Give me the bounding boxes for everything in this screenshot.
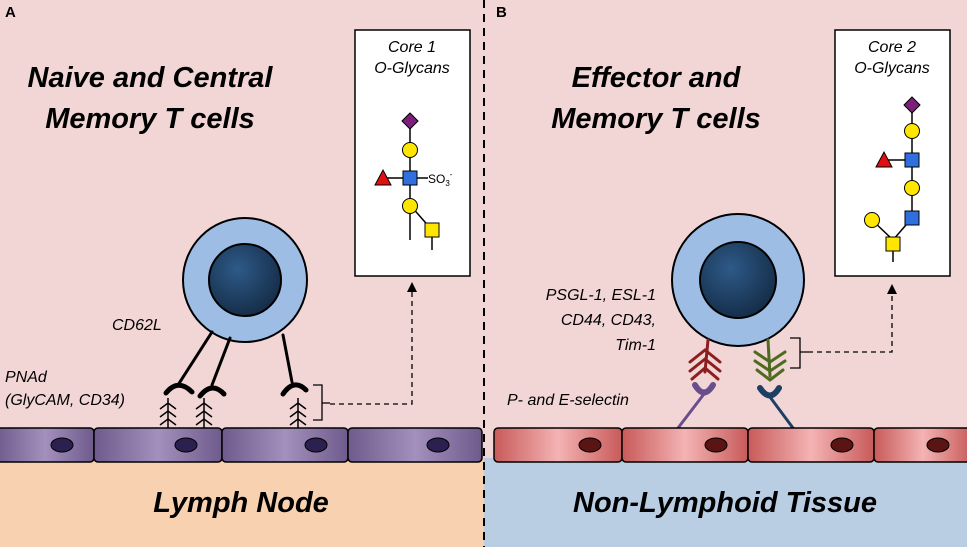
panel-a-tissue-background — [0, 458, 484, 547]
pnad-label-line2: (GlyCAM, CD34) — [5, 392, 125, 409]
galnac-square-icon — [424, 222, 440, 238]
panel-a-bracket — [313, 384, 330, 421]
panel-b-endothelial-cells — [493, 427, 967, 463]
pnad-ligands — [159, 398, 307, 430]
fucose-triangle-icon — [875, 150, 893, 168]
glcnac-square-icon — [402, 170, 418, 186]
panel-a-arrowhead-icon — [407, 282, 417, 292]
core1-glycan-box: Core 1 O-Glycans SO3- — [354, 29, 471, 277]
galactose-circle-icon — [402, 142, 418, 158]
panel-b-tissue-background — [484, 458, 967, 547]
sulfate-label: SO3- — [428, 170, 453, 188]
psgl1-ligand-red — [688, 338, 722, 381]
panel-a-dashed-arrow — [330, 290, 413, 405]
galactose-circle-icon — [904, 180, 920, 196]
cell-nucleus-icon — [704, 437, 728, 453]
cell-nucleus-icon — [926, 437, 950, 453]
panel-a-title-line2: Memory T cells — [45, 103, 255, 135]
panel-b-dashed-arrow — [808, 292, 893, 353]
core1-title-line1: Core 1 — [388, 39, 436, 56]
cell-nucleus-icon — [304, 437, 328, 453]
fucose-triangle-icon — [374, 168, 392, 186]
core2-title-line1: Core 2 — [868, 39, 916, 56]
panel-b-t-cell — [671, 213, 805, 347]
panel-a-endothelial-cells — [0, 427, 483, 463]
cd62l-label: CD62L — [112, 317, 162, 334]
core2-glycan-box: Core 2 O-Glycans — [834, 29, 951, 277]
galnac-square-icon — [885, 236, 901, 252]
esl1-ligand-green — [753, 338, 787, 382]
p-selectin — [676, 382, 716, 430]
ligand-label-line2: CD44, CD43, — [561, 312, 656, 329]
galactose-circle-icon — [904, 123, 920, 139]
panel-b-letter: B — [496, 4, 507, 21]
panel-a-title-line1: Naive and Central — [28, 62, 274, 94]
lymph-node-label: Lymph Node — [153, 487, 329, 519]
galactose-circle-icon — [864, 212, 880, 228]
sialic-acid-diamond-icon — [401, 112, 419, 130]
cell-nucleus-icon — [830, 437, 854, 453]
panel-a-t-cell — [182, 217, 308, 343]
cd62l-receptors — [163, 330, 309, 399]
ligand-label-line3: Tim-1 — [615, 337, 656, 354]
e-selectin — [757, 385, 795, 430]
pnad-label-line1: PNAd — [5, 369, 48, 386]
selectin-label: P- and E-selectin — [507, 392, 629, 409]
core1-title-line2: O-Glycans — [374, 60, 450, 77]
glcnac-square-icon — [904, 210, 920, 226]
glcnac-square-icon — [904, 152, 920, 168]
ligand-label-line1: PSGL-1, ESL-1 — [546, 287, 656, 304]
cell-nucleus-icon — [578, 437, 602, 453]
panel-b-title-line2: Memory T cells — [551, 103, 761, 135]
sialic-acid-diamond-icon — [903, 96, 921, 114]
panel-b-title-line1: Effector and — [572, 62, 742, 94]
core2-title-line2: O-Glycans — [854, 60, 930, 77]
non-lymphoid-label: Non-Lymphoid Tissue — [573, 487, 877, 519]
cell-nucleus-icon — [426, 437, 450, 453]
panel-a-letter: A — [5, 4, 16, 21]
cell-nucleus-icon — [174, 437, 198, 453]
panel-b-bracket — [790, 337, 808, 369]
cell-nucleus-icon — [50, 437, 74, 453]
galactose-circle-icon — [402, 198, 418, 214]
panel-b-arrowhead-icon — [887, 284, 897, 294]
